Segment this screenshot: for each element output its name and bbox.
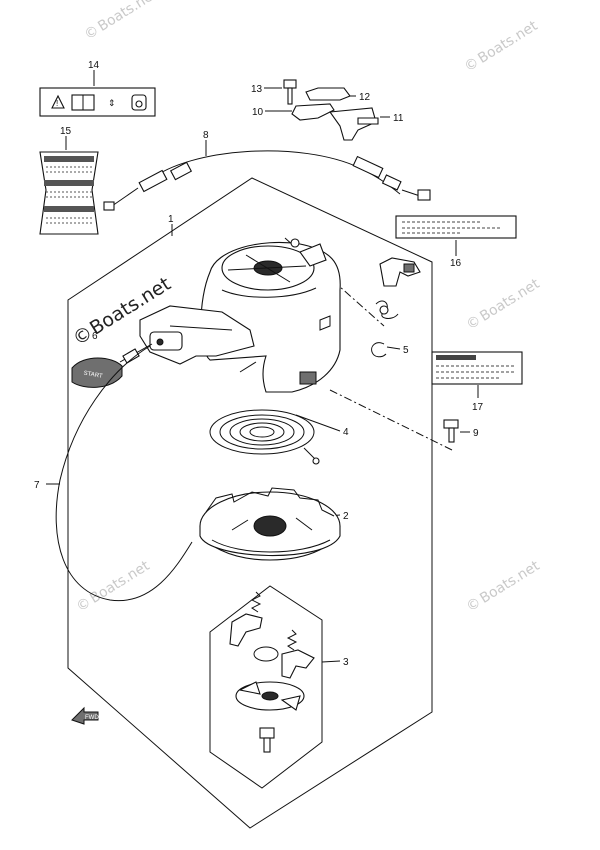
- part-7-rope: [55, 345, 257, 602]
- callout-6: 6: [92, 331, 98, 342]
- forward-direction-arrow: FWD: [71, 706, 99, 725]
- callout-13: 13: [251, 84, 263, 95]
- handle-start-text: START: [83, 371, 103, 380]
- callout-12: 12: [359, 92, 371, 103]
- watermark-text: Boats.net: [87, 558, 153, 607]
- callout-4: 4: [343, 427, 349, 438]
- callout-17: 17: [472, 402, 484, 413]
- part-9-bolt: [443, 419, 459, 443]
- callout-1: 1: [168, 214, 174, 225]
- watermark-text: Boats.net: [477, 276, 543, 325]
- callout-15: 15: [60, 126, 72, 137]
- watermark-text: Boats.net: [95, 0, 161, 35]
- part-13-bolt: [283, 79, 297, 105]
- stopper-lever: [379, 257, 421, 287]
- callout-16: 16: [450, 258, 462, 269]
- callout-5: 5: [403, 345, 409, 356]
- callout-2: 2: [343, 511, 349, 522]
- part-3-ratchet-assembly: [229, 591, 315, 753]
- callout-3: 3: [343, 657, 349, 668]
- part-5-e-clip: [371, 342, 387, 358]
- fwd-text: FWD: [85, 715, 99, 721]
- callout-9: 9: [473, 428, 479, 439]
- watermark-text: Boats.net: [477, 558, 543, 607]
- assembly-outline: [67, 177, 433, 829]
- callout-10: 10: [252, 107, 264, 118]
- callout-7: 7: [34, 480, 40, 491]
- callout-labels: 1 2 3 4 5 6 7 8 9 10 11 12 13 14 15 16 1…: [34, 60, 484, 668]
- part-2-reel: [199, 487, 341, 561]
- watermark-text: Boats.net: [475, 18, 541, 67]
- svg-text:!: !: [56, 99, 58, 108]
- part-12-plate: [305, 87, 351, 101]
- part-14-warning-label: ! ⇕: [39, 87, 156, 117]
- part-10-bracket: [291, 103, 335, 121]
- callout-8: 8: [203, 130, 209, 141]
- part-4-recoil-spring: [209, 409, 320, 465]
- stopper-spring: [375, 300, 399, 319]
- part-6-starter-handle: START: [71, 343, 153, 388]
- callout-11: 11: [393, 113, 404, 124]
- part-1-starter-case: [139, 238, 341, 393]
- part-11-bracket: [328, 107, 379, 141]
- svg-text:⇕: ⇕: [108, 98, 116, 108]
- ratchet-subassembly-box: [209, 585, 323, 789]
- part-8-cable: [103, 150, 431, 211]
- part-16-label: [395, 215, 517, 239]
- callout-14: 14: [88, 60, 100, 71]
- part-17-label: [431, 351, 523, 385]
- part-15-instruction-label: [39, 151, 99, 235]
